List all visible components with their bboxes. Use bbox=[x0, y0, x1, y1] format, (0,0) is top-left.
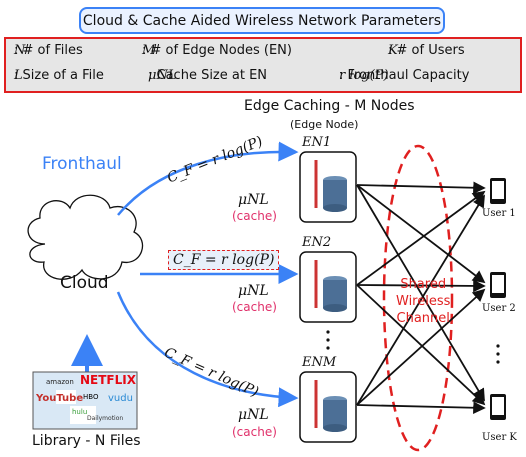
logo-hbo: HBO bbox=[83, 393, 99, 401]
cache-word-2: (cache) bbox=[232, 300, 277, 314]
user-ellipsis bbox=[496, 344, 500, 364]
edge-node-1-label: EN1 bbox=[302, 135, 332, 150]
cache-size-1: μNL bbox=[238, 192, 269, 208]
title-text: Cloud & Cache Aided Wireless Network Par… bbox=[82, 12, 442, 29]
user-1-label: User 1 bbox=[482, 208, 516, 219]
edge-node-2 bbox=[299, 251, 357, 323]
edge-nodes bbox=[299, 151, 357, 443]
user-devices bbox=[490, 178, 506, 420]
cache-word-m: (cache) bbox=[232, 425, 277, 439]
logo-netflix: NETFLIX bbox=[80, 373, 136, 387]
cloud-icon bbox=[27, 194, 144, 280]
diagram-title: Cloud & Cache Aided Wireless Network Par… bbox=[79, 7, 445, 34]
phone-icon bbox=[490, 272, 506, 298]
logo-dailymotion: Dailymotion bbox=[87, 415, 124, 422]
fronthaul-link-3 bbox=[116, 291, 299, 408]
fronthaul-label: Fronthaul bbox=[42, 154, 122, 174]
logo-vudu: vudu bbox=[108, 393, 133, 404]
shared-channel-boundary bbox=[382, 144, 454, 452]
capacity-formula-2: C_F = r log(P) bbox=[168, 250, 280, 270]
cache-word-1: (cache) bbox=[232, 209, 277, 223]
edge-node-2-label: EN2 bbox=[302, 235, 332, 250]
edge-node-m-label: ENM bbox=[302, 355, 337, 370]
cache-size-2: μNL bbox=[238, 283, 269, 299]
user-k-label: User K bbox=[482, 432, 517, 443]
cache-size-m: μNL bbox=[238, 407, 269, 423]
wireless-links bbox=[356, 181, 486, 415]
logo-amazon: amazon bbox=[46, 378, 74, 386]
logo-youtube: YouTube bbox=[36, 393, 84, 404]
edge-node-label: (Edge Node) bbox=[290, 118, 359, 131]
phone-icon bbox=[490, 394, 506, 420]
edge-node-m bbox=[299, 371, 357, 443]
phone-icon bbox=[490, 178, 506, 204]
fronthaul-link-1 bbox=[117, 141, 299, 216]
logo-hulu: hulu bbox=[72, 408, 88, 416]
fronthaul-links bbox=[116, 141, 299, 408]
shared-channel-label: Shared Wireless Channel bbox=[396, 277, 451, 326]
edge-caching-label: Edge Caching - M Nodes bbox=[244, 98, 415, 114]
cloud-label: Cloud bbox=[60, 273, 109, 293]
parameters-legend: N: # of Files M: # of Edge Nodes (EN) K:… bbox=[4, 37, 522, 93]
edge-node-ellipsis bbox=[326, 330, 330, 350]
library-image bbox=[32, 371, 138, 430]
library-label: Library - N Files bbox=[32, 433, 141, 449]
user-2-label: User 2 bbox=[482, 303, 516, 314]
edge-node-1 bbox=[299, 151, 357, 223]
